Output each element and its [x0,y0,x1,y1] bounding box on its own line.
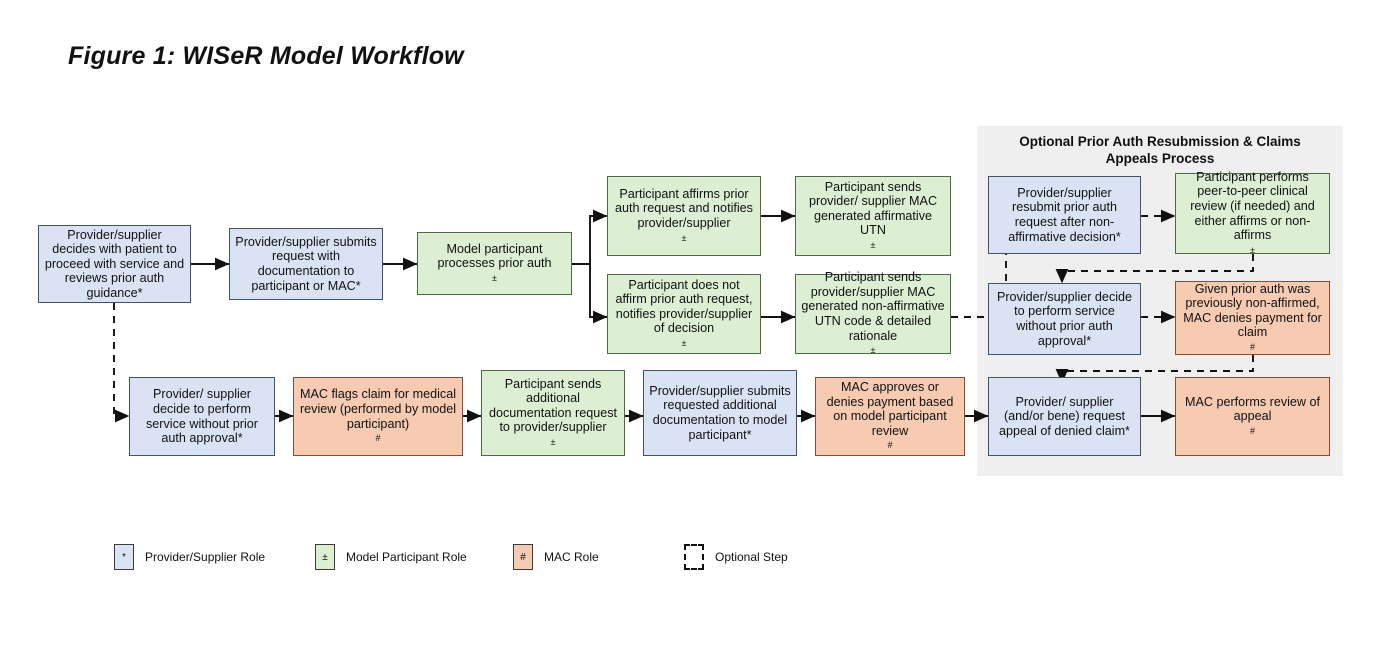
node-mac-approves-or-denies[interactable]: MAC approves or denies payment based on … [815,377,965,456]
node-text: Given prior auth was previously non-affi… [1181,282,1324,355]
node-provider-submits-request[interactable]: Provider/supplier submits request with d… [229,228,383,300]
node-participant-affirms[interactable]: Participant affirms prior auth request a… [607,176,761,256]
legend-symbol: ± [322,551,328,563]
node-provider-decides[interactable]: Provider/supplier decides with patient t… [38,225,191,303]
node-model-participant-processes[interactable]: Model participant processes prior auth± [417,232,572,295]
legend-item-mac: # MAC Role [513,544,599,570]
legend-swatch-orange: # [513,544,533,570]
legend-swatch-dashed [684,544,704,570]
legend-label: Provider/Supplier Role [145,550,266,564]
node-text: Provider/supplier decide to perform serv… [996,289,1133,348]
optional-process-panel-title: Optional Prior Auth Resubmission & Claim… [985,133,1335,167]
node-sends-non-affirmative-utn[interactable]: Participant sends provider/supplier MAC … [795,270,951,355]
role-marker: # [1249,341,1255,352]
node-perform-service-no-auth[interactable]: Provider/ supplier decide to perform ser… [129,377,275,456]
node-provider-submits-addl-doc[interactable]: Provider/supplier submits requested addi… [643,370,797,456]
node-perform-service-no-auth-panel[interactable]: Provider/supplier decide to perform serv… [988,283,1141,355]
node-text: Provider/ supplier decide to perform ser… [146,387,258,446]
node-text: Participant affirms prior auth request a… [613,187,755,245]
role-marker: # [887,440,893,451]
node-mac-reviews-appeal[interactable]: MAC performs review of appeal# [1175,377,1330,456]
node-text: Participant does not affirm prior auth r… [613,278,755,351]
node-text: Provider/supplier submits request with d… [235,234,377,293]
node-text: Provider/supplier resubmit prior auth re… [1008,185,1121,244]
legend-item-provider-supplier: * Provider/Supplier Role [114,544,265,570]
node-text: Provider/ supplier (and/or bene) request… [999,394,1130,438]
node-mac-flags-claim[interactable]: MAC flags claim for medical review (perf… [293,377,463,456]
node-resubmit-prior-auth[interactable]: Provider/supplier resubmit prior auth re… [988,176,1141,254]
node-participant-does-not-affirm[interactable]: Participant does not affirm prior auth r… [607,274,761,354]
node-text: Participant performs peer-to-peer clinic… [1181,170,1324,258]
node-text: Participant sends provider/supplier MAC … [801,270,945,358]
role-marker: ± [870,239,876,250]
node-text: MAC approves or denies payment based on … [821,380,959,453]
node-text: MAC flags claim for medical review (perf… [299,387,457,445]
node-text: Provider/supplier submits requested addi… [649,383,791,442]
legend-label: Optional Step [715,550,788,564]
role-marker: # [375,433,381,444]
role-marker: ± [1250,244,1255,255]
legend-item-model-participant: ± Model Participant Role [315,544,467,570]
role-marker: # [1249,425,1255,436]
page-title: Figure 1: WISeR Model Workflow [68,42,464,70]
node-text: Participant sends provider/ supplier MAC… [801,180,945,253]
node-request-appeal[interactable]: Provider/ supplier (and/or bene) request… [988,377,1141,456]
panel-title-line-2: Appeals Process [1105,151,1215,166]
legend-label: MAC Role [544,550,599,564]
node-text: Provider/supplier decides with patient t… [44,227,185,300]
legend-symbol: * [122,551,126,563]
role-marker: ± [550,436,556,447]
role-marker: ± [492,272,497,283]
legend-item-optional-step: Optional Step [684,544,788,570]
role-marker: ± [681,337,687,348]
panel-title-line-1: Optional Prior Auth Resubmission & Claim… [1019,134,1301,149]
node-mac-denies-payment[interactable]: Given prior auth was previously non-affi… [1175,281,1330,355]
node-text: Participant sends additional documentati… [487,377,619,450]
legend-swatch-blue: * [114,544,134,570]
node-text: Model participant processes prior auth± [423,242,566,286]
node-sends-affirmative-utn[interactable]: Participant sends provider/ supplier MAC… [795,176,951,256]
legend-label: Model Participant Role [346,550,467,564]
node-participant-sends-addl-doc[interactable]: Participant sends additional documentati… [481,370,625,456]
node-peer-to-peer-review[interactable]: Participant performs peer-to-peer clinic… [1175,170,1330,255]
role-marker: ± [681,232,687,243]
legend-swatch-green: ± [315,544,335,570]
legend-symbol: # [520,551,526,563]
role-marker: ± [870,345,876,356]
node-text: MAC performs review of appeal# [1181,395,1324,439]
